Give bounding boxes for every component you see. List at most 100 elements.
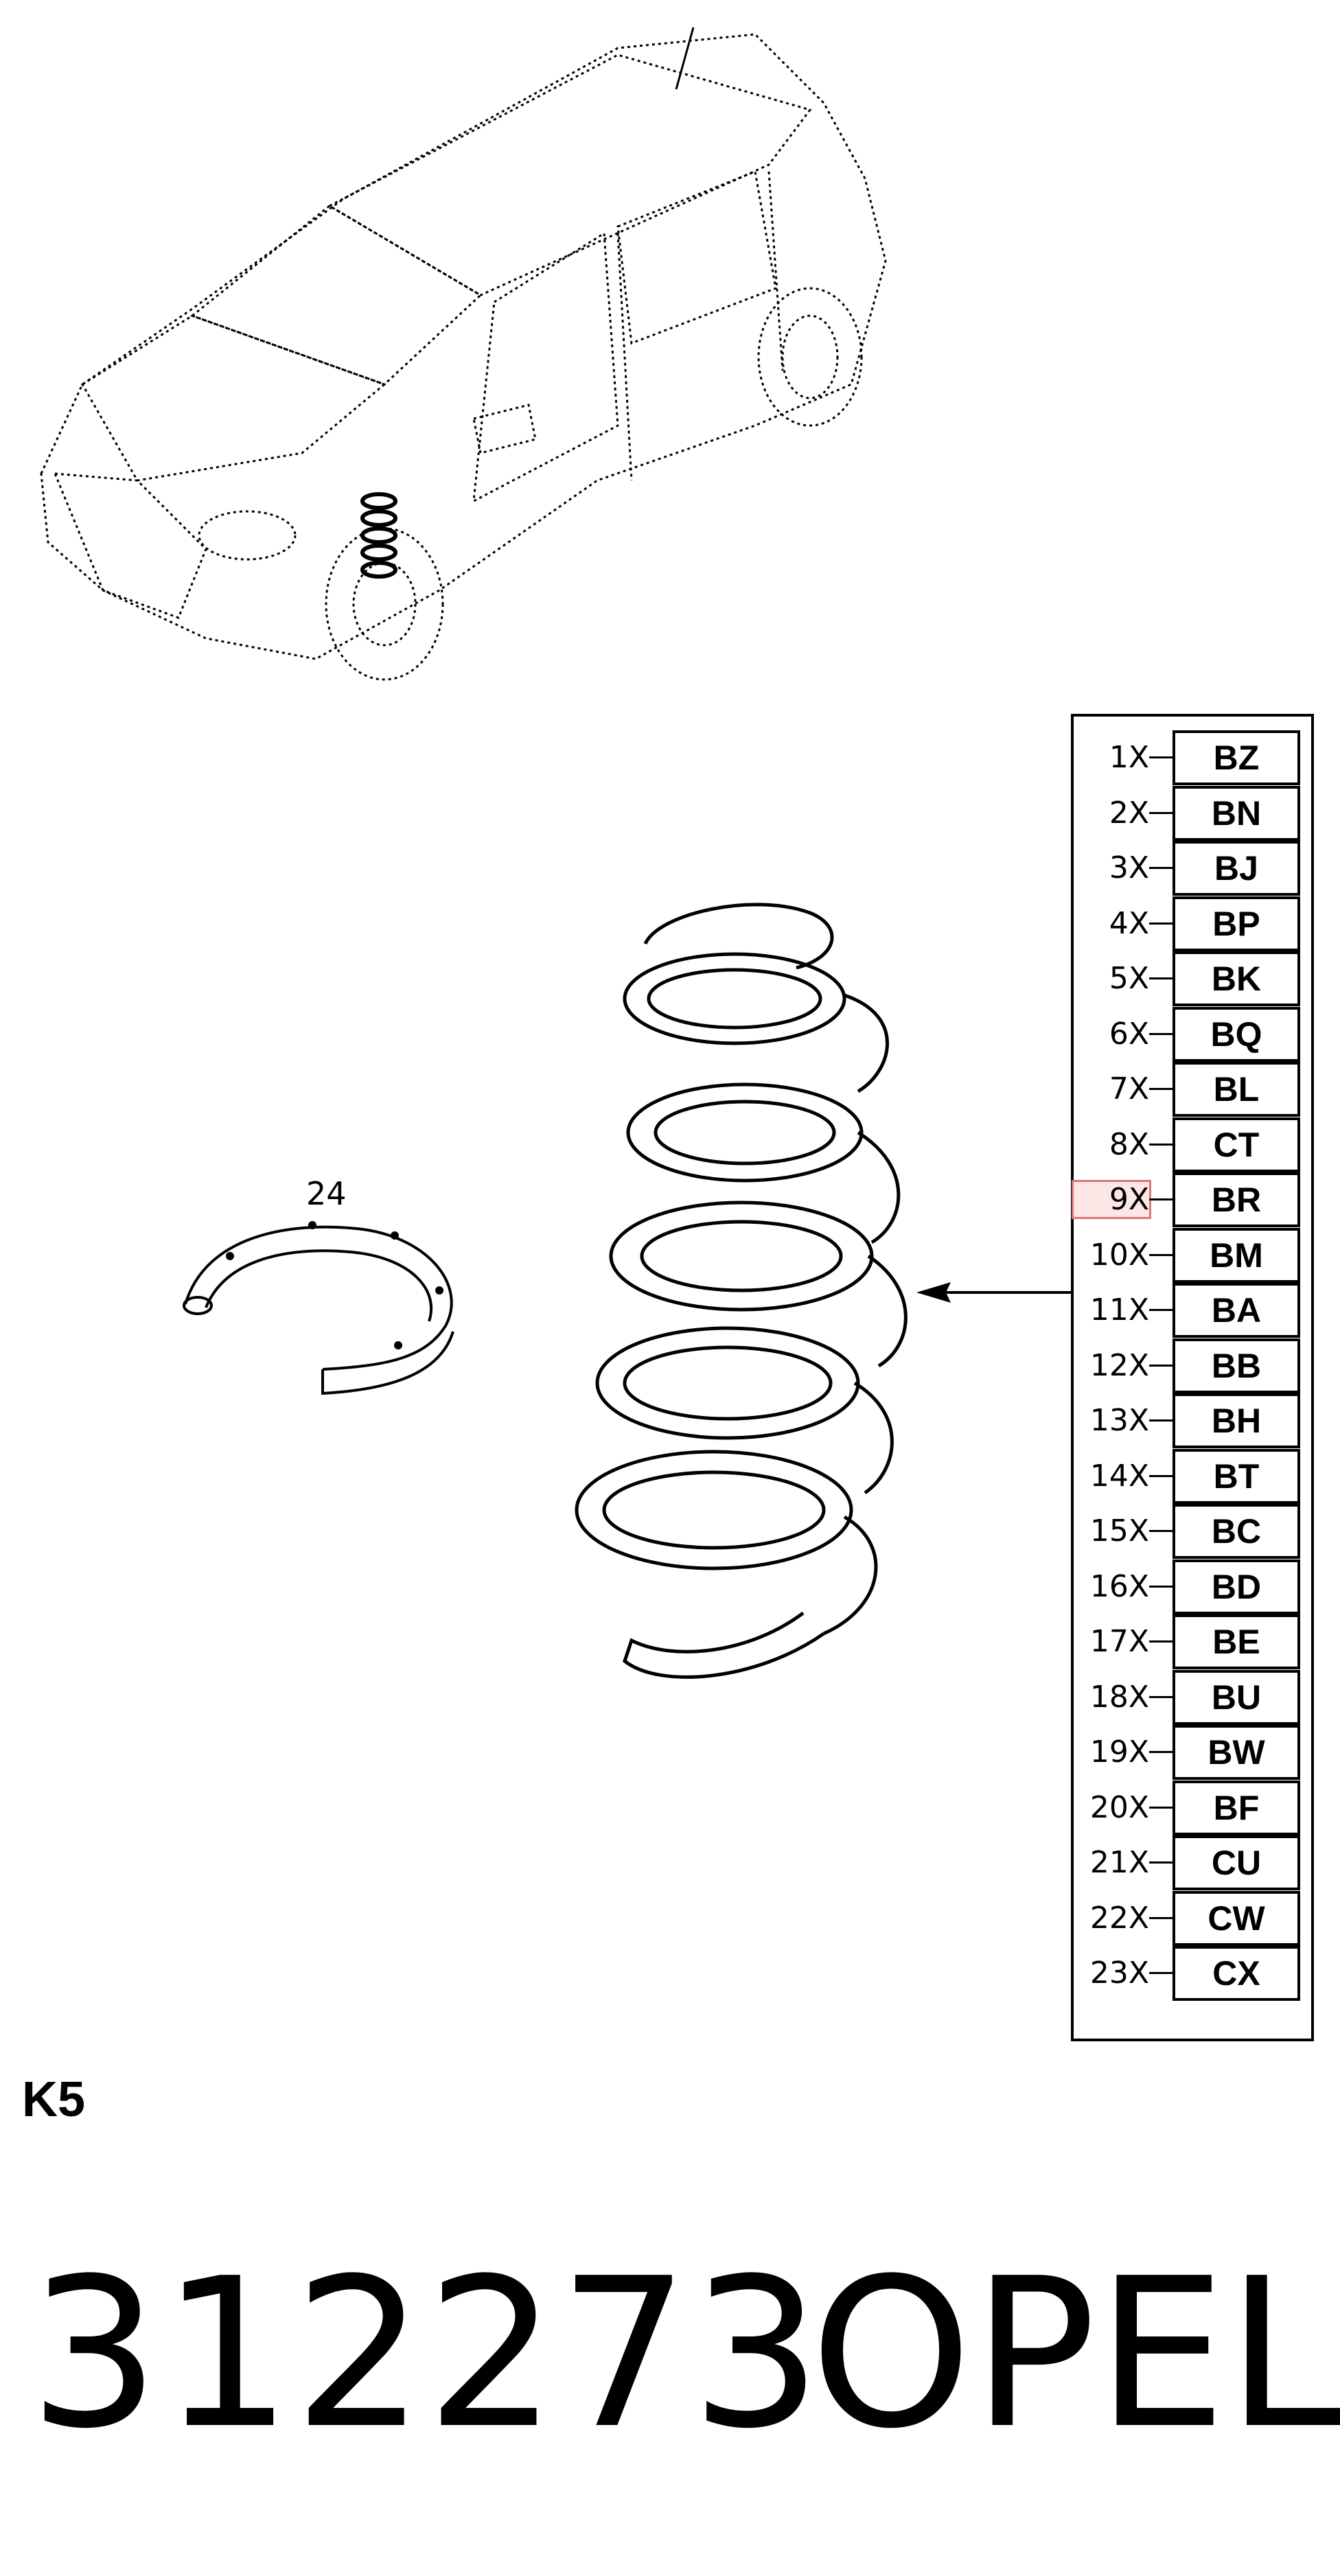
quantity-label: 12X — [1089, 1347, 1149, 1383]
quantity-label: 20X — [1089, 1789, 1149, 1825]
quantity-label: 10X — [1089, 1237, 1149, 1273]
code-table-row: 21X CU — [1074, 1835, 1317, 1890]
quantity-label: 21X — [1089, 1845, 1149, 1880]
quantity-label: 5X — [1109, 961, 1149, 996]
code-table-row: 5X BK — [1074, 951, 1317, 1006]
quantity-label: 17X — [1089, 1624, 1149, 1659]
code-table-row: 6X BQ — [1074, 1006, 1317, 1062]
code-table-row: 10X BM — [1074, 1227, 1317, 1283]
quantity-label: 4X — [1109, 905, 1149, 941]
leader-line — [1149, 1364, 1172, 1367]
quantity-label: 19X — [1089, 1734, 1149, 1769]
code-table-row: 7X BL — [1074, 1062, 1317, 1117]
leader-line — [1149, 1419, 1172, 1422]
quantity-label: 22X — [1089, 1900, 1149, 1936]
quantity-label: 11X — [1089, 1292, 1149, 1327]
section-code: K5 — [22, 2072, 86, 2127]
leader-line — [1149, 1916, 1172, 1919]
leader-line — [1149, 1751, 1172, 1753]
quantity-label: 2X — [1109, 795, 1149, 831]
code-table-row: 14X BT — [1074, 1448, 1317, 1504]
quantity-label: 8X — [1109, 1126, 1149, 1162]
code-table-row: 2X BN — [1074, 785, 1317, 841]
leader-line — [1149, 1032, 1172, 1035]
leader-line — [1149, 1861, 1172, 1864]
quantity-label: 16X — [1089, 1568, 1149, 1604]
quantity-label: 9X — [1072, 1180, 1151, 1219]
quantity-label: 14X — [1089, 1458, 1149, 1494]
leader-line — [1149, 1695, 1172, 1698]
code-cell: BW — [1172, 1725, 1300, 1780]
code-cell: BT — [1172, 1448, 1300, 1504]
code-cell: BQ — [1172, 1006, 1300, 1062]
leader-line — [1149, 922, 1172, 925]
code-cell: BU — [1172, 1669, 1300, 1725]
code-table: 1X BZ 2X BN 3X BJ 4X BP 5X BK 6X BQ 7X BL 8X CT 9X BR 10X B… — [1071, 714, 1314, 2041]
code-cell: BP — [1172, 896, 1300, 951]
leader-line — [1149, 1806, 1172, 1809]
footer-number: 312273 — [29, 2234, 824, 2474]
code-cell: BL — [1172, 1062, 1300, 1117]
code-cell: CT — [1172, 1117, 1300, 1172]
leader-line — [1149, 1143, 1172, 1146]
code-cell: CU — [1172, 1835, 1300, 1890]
code-table-row: 13X BH — [1074, 1393, 1317, 1448]
code-table-row: 23X CX — [1074, 1946, 1317, 2001]
code-cell: BD — [1172, 1559, 1300, 1614]
leader-line — [1149, 1198, 1172, 1200]
leader-line — [1149, 1474, 1172, 1477]
leader-line — [1149, 1640, 1172, 1643]
code-table-row: 17X BE — [1074, 1614, 1317, 1669]
quantity-label: 7X — [1109, 1071, 1149, 1106]
leader-line — [1149, 756, 1172, 758]
leader-line — [1149, 1530, 1172, 1532]
code-table-row: 3X BJ — [1074, 841, 1317, 896]
leader-line — [1149, 811, 1172, 814]
code-table-row: 11X BA — [1074, 1283, 1317, 1338]
code-cell: CW — [1172, 1890, 1300, 1946]
code-table-row: 22X CW — [1074, 1890, 1317, 1946]
code-cell: BK — [1172, 951, 1300, 1006]
leader-line — [1149, 977, 1172, 979]
leader-line — [1149, 1585, 1172, 1588]
code-table-row: 19X BW — [1074, 1725, 1317, 1780]
quantity-label: 13X — [1089, 1403, 1149, 1438]
code-cell: BF — [1172, 1780, 1300, 1835]
leader-line — [1149, 1309, 1172, 1311]
code-table-row: 9X BR — [1072, 1172, 1317, 1227]
code-cell: BJ — [1172, 841, 1300, 896]
quantity-label: 18X — [1089, 1679, 1149, 1715]
code-table-row: 18X BU — [1074, 1669, 1317, 1725]
footer-brand: OPEL — [810, 2234, 1340, 2474]
code-table-row: 1X BZ — [1074, 730, 1317, 785]
code-table-row: 8X CT — [1074, 1117, 1317, 1172]
code-table-row: 15X BC — [1074, 1504, 1317, 1559]
code-cell: BN — [1172, 785, 1300, 841]
code-table-row: 4X BP — [1074, 896, 1317, 951]
code-cell: BM — [1172, 1227, 1300, 1283]
quantity-label: 6X — [1109, 1016, 1149, 1052]
leader-line — [1149, 1972, 1172, 1974]
leader-line — [1149, 1088, 1172, 1090]
code-table-row: 16X BD — [1074, 1559, 1317, 1614]
quantity-label: 3X — [1109, 850, 1149, 885]
code-cell: CX — [1172, 1946, 1300, 2001]
code-cell: BB — [1172, 1338, 1300, 1393]
leader-line — [1149, 867, 1172, 869]
code-cell: BA — [1172, 1283, 1300, 1338]
leader-line — [1149, 1253, 1172, 1256]
quantity-label: 15X — [1089, 1513, 1149, 1548]
quantity-label: 1X — [1109, 740, 1149, 775]
code-table-row: 12X BB — [1074, 1338, 1317, 1393]
code-cell: BE — [1172, 1614, 1300, 1669]
code-table-row: 20X BF — [1074, 1780, 1317, 1835]
code-cell: BH — [1172, 1393, 1300, 1448]
code-cell: BC — [1172, 1504, 1300, 1559]
quantity-label: 23X — [1089, 1956, 1149, 1991]
code-cell: BZ — [1172, 730, 1300, 785]
part-number-label: 24 — [306, 1175, 347, 1212]
code-cell: BR — [1172, 1172, 1300, 1227]
